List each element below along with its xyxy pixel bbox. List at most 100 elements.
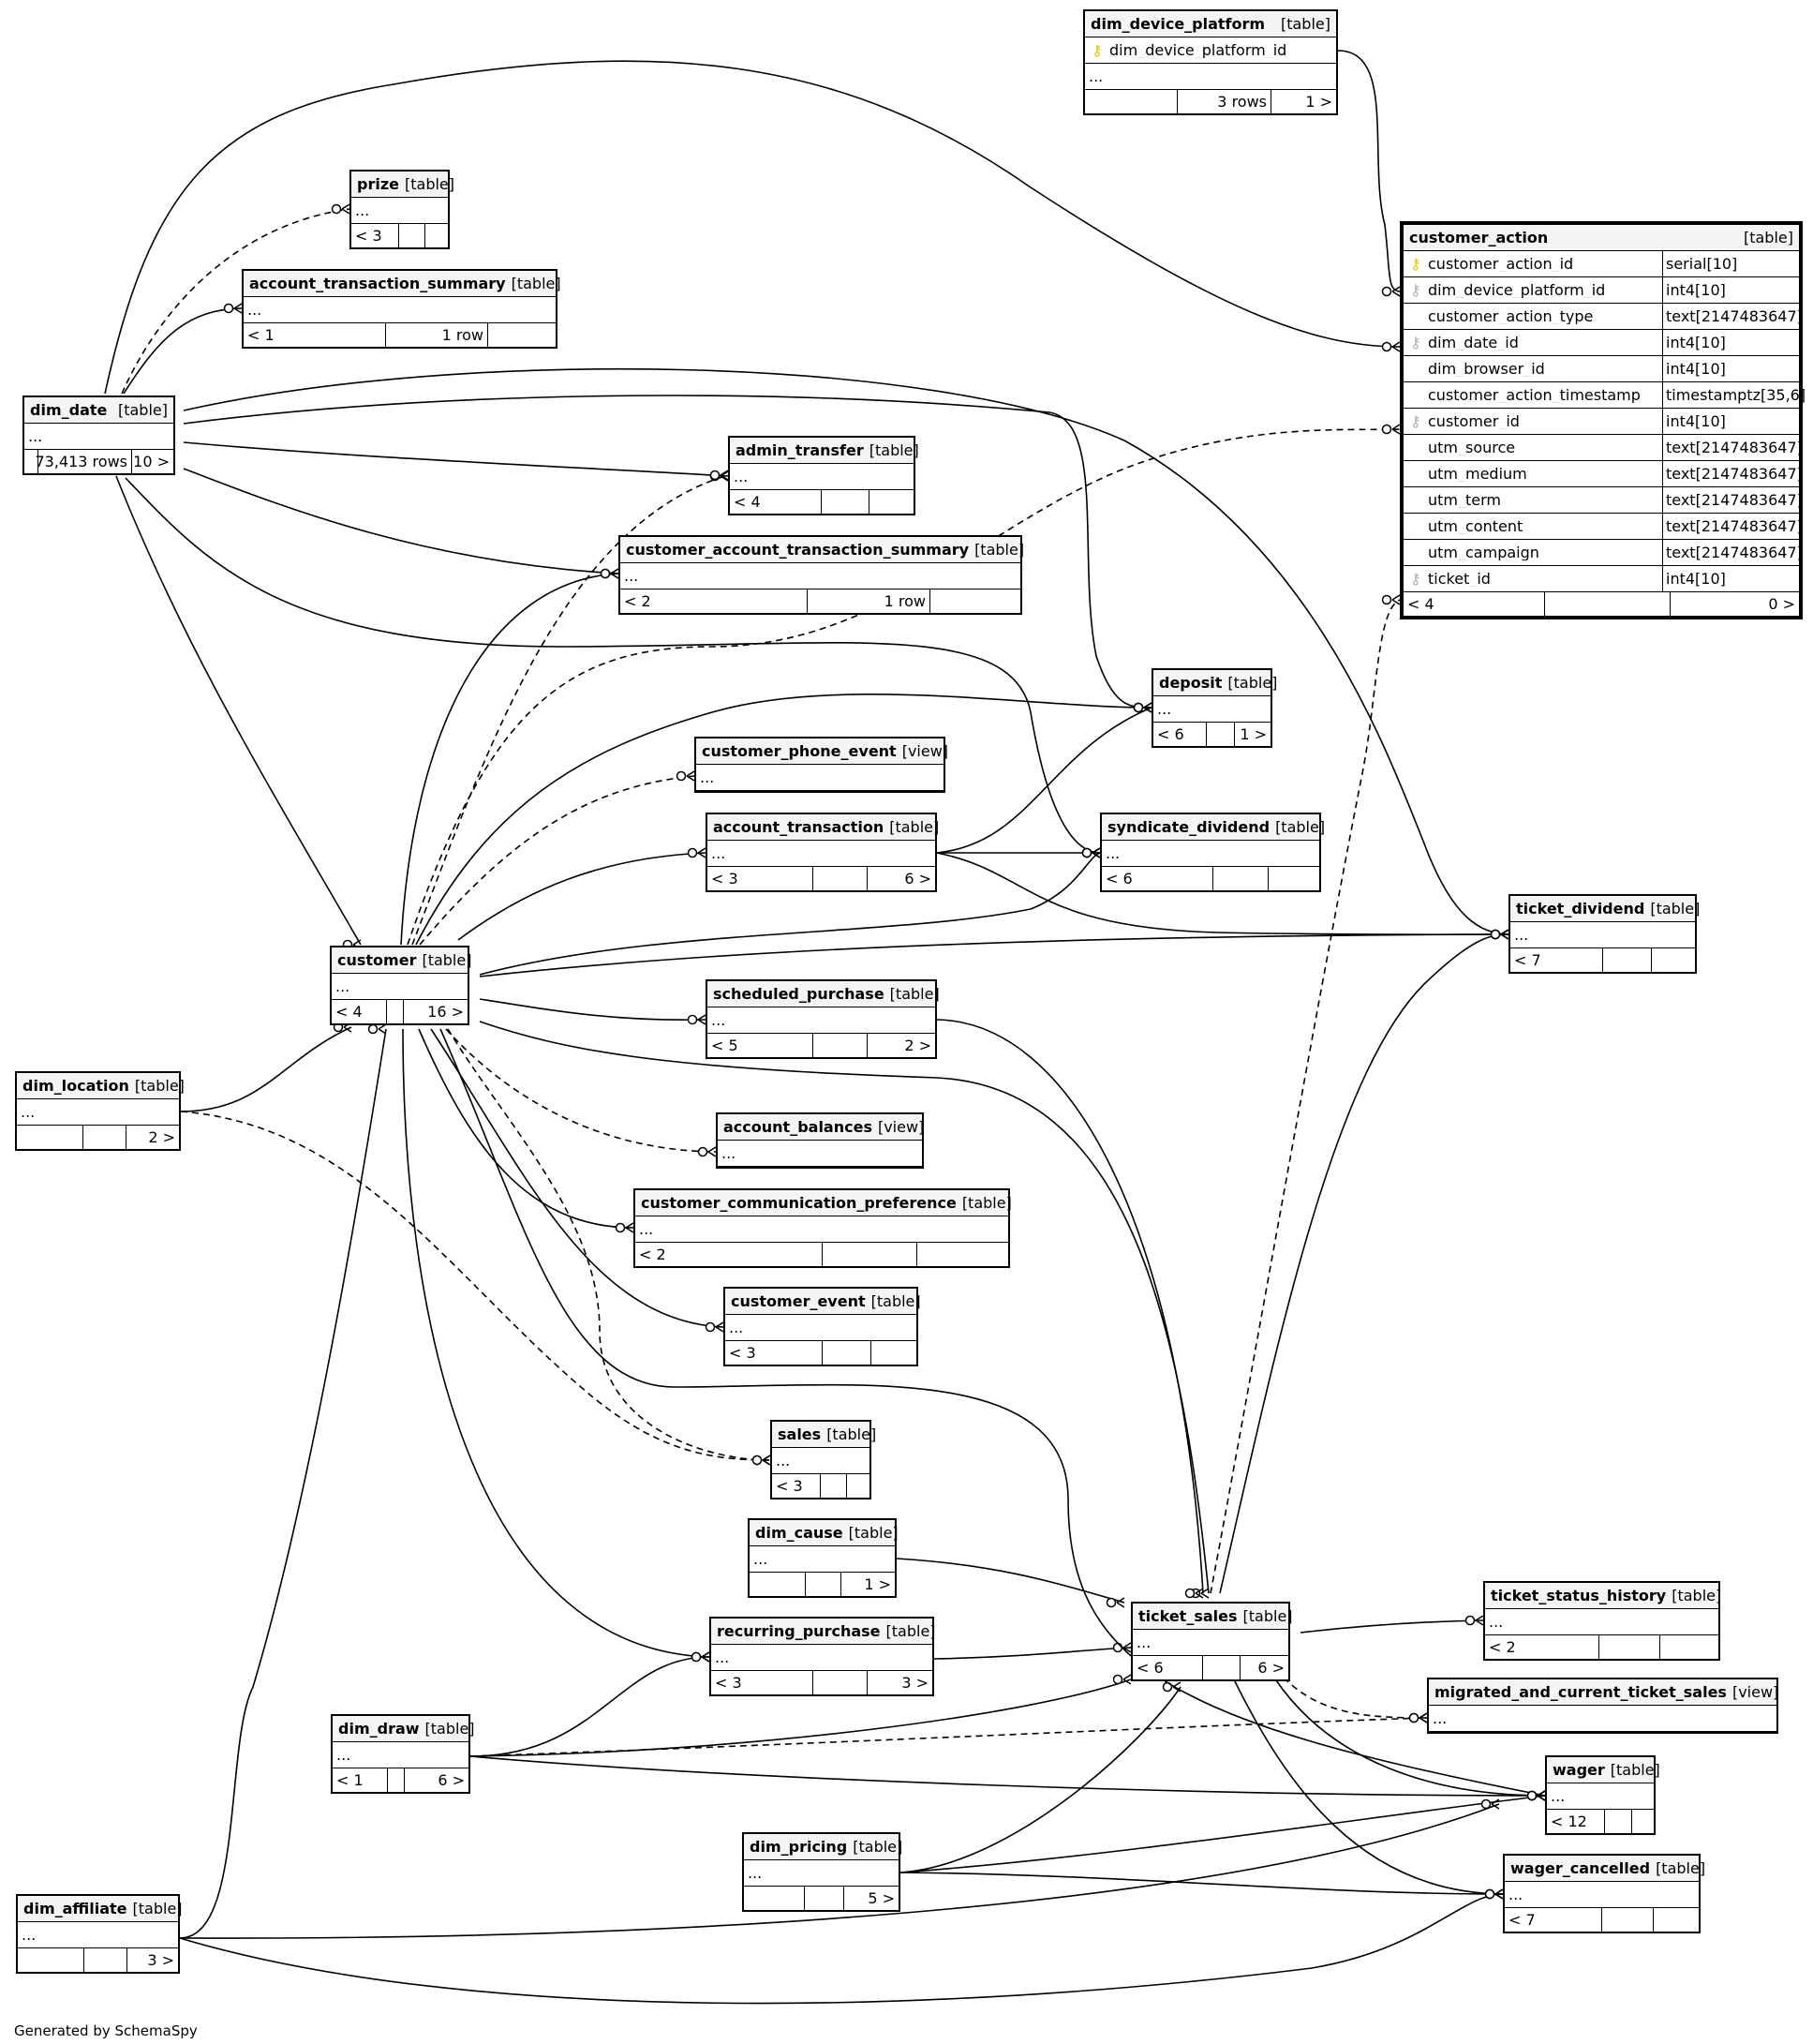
footer-cell-rows[interactable] — [1598, 1635, 1659, 1659]
table-prize[interactable]: prize[table]...< 3 — [349, 170, 454, 249]
footer-cell-parents[interactable]: < 12 — [1551, 1812, 1587, 1830]
footer-cell-rows[interactable] — [805, 1573, 840, 1596]
footer-cell-children[interactable] — [424, 224, 448, 247]
footer-cell-rows[interactable] — [1601, 1908, 1653, 1932]
table-ticket-dividend[interactable]: ticket_dividend[table]...< 7 — [1508, 894, 1700, 974]
footer-cell-rows[interactable] — [822, 1341, 870, 1365]
footer-cell-children[interactable]: 6 > — [1240, 1656, 1288, 1679]
footer-cell-parents[interactable]: < 1 — [336, 1770, 364, 1789]
footer-cell-parents[interactable]: < 6 — [1106, 869, 1133, 888]
table-dim-device-platform[interactable]: dim_device_platform[table]⚷dim_device_pl… — [1083, 9, 1338, 115]
footer-cell-parents[interactable]: < 6 — [1157, 724, 1184, 743]
column-row[interactable]: ⚷dim_device_platform_id — [1085, 37, 1336, 64]
footer-cell-rows[interactable]: 3 rows — [1177, 90, 1271, 113]
footer-cell-parents[interactable]: < 3 — [776, 1476, 803, 1495]
footer-cell-children[interactable] — [1651, 948, 1695, 972]
table-admin-transfer[interactable]: admin_transfer[table]...< 4 — [728, 436, 919, 515]
footer-cell-parents[interactable]: < 4 — [1407, 594, 1434, 613]
footer-cell-parents[interactable]: < 2 — [624, 591, 651, 610]
table-account-balances[interactable]: account_balances[view]... — [716, 1112, 924, 1169]
footer-cell-rows[interactable] — [386, 1000, 403, 1023]
footer-cell-children[interactable]: 16 > — [403, 1000, 468, 1023]
footer-cell-parents[interactable]: < 5 — [711, 1036, 738, 1054]
footer-cell-rows[interactable] — [82, 1126, 126, 1149]
footer-cell-parents[interactable] — [1085, 90, 1177, 113]
footer-cell-children[interactable]: 10 > — [131, 450, 173, 473]
footer-cell-children[interactable]: 2 > — [867, 1034, 935, 1057]
footer-cell-parents[interactable]: < 4 — [335, 1002, 363, 1021]
footer-cell-rows[interactable] — [1602, 948, 1651, 972]
footer-cell-children[interactable]: 3 > — [867, 1671, 932, 1694]
table-customer-event[interactable]: customer_event[table]...< 3 — [723, 1287, 921, 1366]
footer-cell-children[interactable] — [869, 490, 914, 514]
footer-cell-rows[interactable] — [1212, 867, 1268, 890]
footer-cell-children[interactable] — [1631, 1810, 1654, 1833]
footer-cell-rows[interactable] — [812, 867, 867, 890]
footer-cell-children[interactable]: 6 > — [404, 1768, 468, 1792]
footer-cell-parents[interactable]: < 2 — [1489, 1637, 1516, 1656]
table-wager[interactable]: wager[table]...< 12 — [1545, 1755, 1660, 1835]
table-sales[interactable]: sales[table]...< 3 — [770, 1420, 876, 1499]
footer-cell-parents[interactable]: < 6 — [1137, 1658, 1164, 1677]
footer-cell-parents[interactable]: < 4 — [734, 492, 761, 511]
footer-cell-rows[interactable] — [820, 1474, 846, 1498]
footer-cell-parents[interactable] — [744, 1887, 804, 1910]
table-ticket-status-history[interactable]: ticket_status_history[table]...< 2 — [1483, 1581, 1721, 1661]
footer-cell-children[interactable] — [487, 323, 556, 347]
footer-cell-parents[interactable]: < 1 — [247, 325, 275, 344]
footer-cell-rows[interactable] — [821, 490, 869, 514]
footer-cell-rows[interactable] — [387, 1768, 404, 1792]
table-migrated-and-current-ticket-sales[interactable]: migrated_and_current_ticket_sales[view].… — [1427, 1678, 1778, 1734]
footer-cell-parents[interactable] — [17, 1126, 82, 1149]
table-dim-location[interactable]: dim_location[table]...2 > — [15, 1071, 185, 1151]
table-customer-communication-preference[interactable]: customer_communication_preference[table]… — [633, 1188, 1012, 1268]
footer-cell-rows[interactable] — [812, 1671, 867, 1694]
footer-cell-children[interactable]: 1 > — [1234, 723, 1271, 746]
footer-cell-rows[interactable] — [812, 1034, 867, 1057]
footer-cell-children[interactable] — [870, 1341, 916, 1365]
table-customer-action[interactable]: customer_action[table]⚷customer_action_i… — [1400, 221, 1806, 619]
footer-cell-parents[interactable]: < 3 — [355, 226, 382, 245]
footer-cell-rows[interactable] — [804, 1887, 843, 1910]
footer-cell-rows[interactable] — [1604, 1810, 1631, 1833]
footer-cell-children[interactable] — [916, 1243, 1008, 1266]
table-wager-cancelled[interactable]: wager_cancelled[table]...< 7 — [1503, 1854, 1705, 1933]
footer-cell-parents[interactable]: < 7 — [1508, 1910, 1536, 1929]
footer-cell-rows[interactable] — [1202, 1656, 1240, 1679]
footer-cell-parents[interactable]: < 3 — [715, 1673, 742, 1692]
table-dim-affiliate[interactable]: dim_affiliate[table]...3 > — [16, 1894, 183, 1974]
footer-cell-parents[interactable] — [18, 1948, 83, 1972]
table-account-transaction-summary[interactable]: account_transaction_summary[table]...< 1… — [242, 269, 561, 349]
footer-cell-parents[interactable] — [750, 1573, 805, 1596]
table-syndicate-dividend[interactable]: syndicate_dividend[table]...< 6 — [1100, 813, 1325, 892]
footer-cell-parents[interactable]: < 2 — [639, 1245, 666, 1263]
footer-cell-children[interactable]: 1 > — [840, 1573, 895, 1596]
footer-cell-children[interactable]: 1 > — [1271, 90, 1336, 113]
footer-cell-children[interactable]: 3 > — [126, 1948, 178, 1972]
footer-cell-rows[interactable] — [83, 1948, 126, 1972]
footer-cell-rows[interactable]: 1 row — [807, 589, 929, 613]
footer-cell-children[interactable] — [1653, 1908, 1699, 1932]
table-dim-cause[interactable]: dim_cause[table]...1 > — [748, 1518, 899, 1598]
footer-cell-children[interactable]: 2 > — [126, 1126, 179, 1149]
footer-cell-rows[interactable] — [822, 1243, 916, 1266]
footer-cell-children[interactable]: 5 > — [843, 1887, 899, 1910]
table-customer-account-transaction-summary[interactable]: customer_account_transaction_summary[tab… — [618, 535, 1024, 615]
